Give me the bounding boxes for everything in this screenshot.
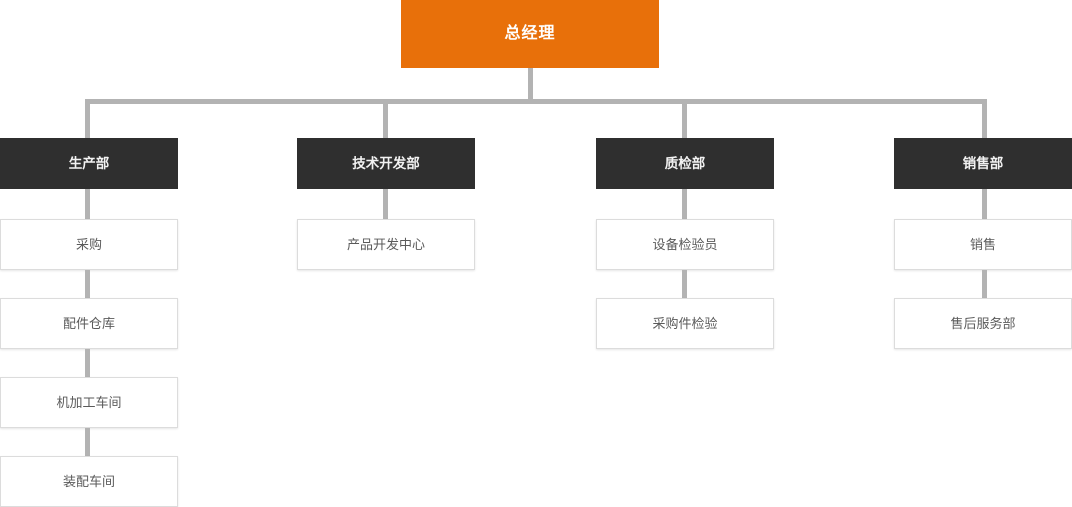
connector-bus-to-dept-0 xyxy=(85,99,90,140)
node-department-0-child-1[interactable]: 配件仓库 xyxy=(0,298,178,349)
connector-bus-to-dept-1 xyxy=(383,99,388,140)
node-label: 配件仓库 xyxy=(62,316,115,331)
node-label: 技术开发部 xyxy=(352,155,420,171)
node-department-0-child-2[interactable]: 机加工车间 xyxy=(0,377,178,428)
node-label: 产品开发中心 xyxy=(346,237,425,252)
node-label: 销售部 xyxy=(962,155,1004,171)
node-department-3-child-0[interactable]: 销售 xyxy=(894,219,1072,270)
connector-dept0-child1-to-child2 xyxy=(85,349,90,377)
connector-dept2-child0-to-child1 xyxy=(682,270,687,298)
node-label: 总经理 xyxy=(504,25,556,42)
connector-bus-to-dept-3 xyxy=(982,99,987,140)
node-department-2-child-0[interactable]: 设备检验员 xyxy=(596,219,774,270)
node-label: 销售 xyxy=(969,237,996,252)
connector-dept3-to-child0 xyxy=(982,189,987,219)
connector-root-drop xyxy=(528,68,533,103)
connector-dept0-child0-to-child1 xyxy=(85,270,90,298)
node-root-general-manager[interactable]: 总经理 xyxy=(401,0,659,68)
connector-dept0-to-child0 xyxy=(85,189,90,219)
connector-dept3-child0-to-child1 xyxy=(982,270,987,298)
node-label: 采购 xyxy=(75,237,102,252)
node-department-2[interactable]: 质检部 xyxy=(596,138,774,189)
node-department-0[interactable]: 生产部 xyxy=(0,138,178,189)
connector-dept1-to-child0 xyxy=(383,189,388,219)
node-department-0-child-3[interactable]: 装配车间 xyxy=(0,456,178,507)
node-label: 质检部 xyxy=(664,155,706,171)
node-label: 装配车间 xyxy=(62,474,115,489)
connector-bus-to-dept-2 xyxy=(682,99,687,140)
node-department-1[interactable]: 技术开发部 xyxy=(297,138,475,189)
node-department-2-child-1[interactable]: 采购件检验 xyxy=(596,298,774,349)
node-label: 售后服务部 xyxy=(950,316,1016,331)
connector-dept0-child2-to-child3 xyxy=(85,428,90,456)
node-label: 设备检验员 xyxy=(652,237,718,252)
connector-dept2-to-child0 xyxy=(682,189,687,219)
node-label: 生产部 xyxy=(68,155,110,171)
connector-horizontal-bus xyxy=(85,99,987,104)
node-label: 机加工车间 xyxy=(56,395,122,410)
node-department-3-child-1[interactable]: 售后服务部 xyxy=(894,298,1072,349)
node-department-1-child-0[interactable]: 产品开发中心 xyxy=(297,219,475,270)
node-department-3[interactable]: 销售部 xyxy=(894,138,1072,189)
node-department-0-child-0[interactable]: 采购 xyxy=(0,219,178,270)
node-label: 采购件检验 xyxy=(652,316,718,331)
